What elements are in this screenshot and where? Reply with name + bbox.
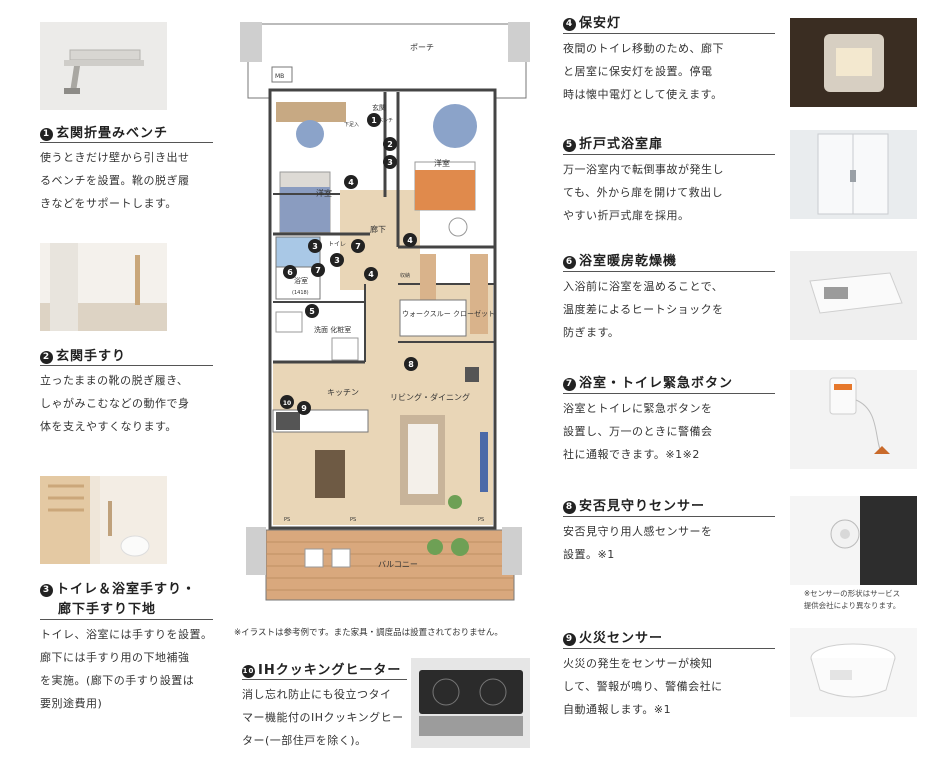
feature-6-desc: 入浴前に浴室を温めることで、 温度差によるヒートショックを 防ぎます。	[563, 280, 724, 339]
mb-label: MB	[275, 73, 284, 80]
hallway-label: 廊下	[370, 224, 386, 234]
ps-label-3: PS	[478, 517, 484, 523]
entrance-label: 玄関	[372, 103, 386, 112]
svg-text:4: 4	[368, 270, 374, 279]
svg-text:4: 4	[407, 236, 413, 245]
feature-7-rule	[563, 393, 775, 394]
feature-7-desc: 浴室とトイレに緊急ボタンを 設置し、万一のときに警備会 社に通報できます。※1※…	[563, 402, 713, 461]
feature-3-desc: トイレ、浴室には手すりを設置。 廊下には手すり用の下地補強 を実施。(廊下の手す…	[40, 628, 213, 710]
feature-9-desc: 火災の発生をセンサーが検知 して、警報が鳴り、警備会社に 自動通報します。※1	[563, 657, 723, 716]
svg-text:3: 3	[334, 256, 340, 265]
entrance-handrail-photo	[40, 243, 167, 331]
svg-text:9: 9	[301, 404, 307, 413]
shoe-label: 下足入	[344, 122, 359, 128]
wic-label: ウォークスルー クローゼット	[402, 309, 495, 318]
plan-marker-2: 2 3 4 4 3 7 3 6 7 4 5 8 10 9	[280, 137, 418, 415]
svg-text:6: 6	[287, 268, 293, 277]
svg-text:2: 2	[387, 140, 393, 149]
feature-4-desc: 夜間のトイレ移動のため、廊下 と居室に保安灯を設置。停電 時は懐中電灯として使え…	[563, 42, 724, 101]
feature-10-desc: 消し忘れ防止にも役立つタイ マー機能付のIHクッキングヒー ター(一部住戸を除く…	[242, 688, 404, 747]
bench-photo	[40, 22, 167, 110]
feature-8-rule	[563, 516, 775, 517]
western-right-label: 洋室	[434, 158, 450, 168]
kitchen-label: キッチン	[327, 388, 359, 397]
sensor-note: ※センサーの形状はサービス 提供会社により異なります。	[803, 589, 901, 610]
bath-label: 浴室	[294, 276, 308, 285]
feature-6-rule	[563, 271, 775, 272]
feature-5-rule	[563, 154, 775, 155]
washroom-label: 洗面 化粧室	[314, 325, 351, 334]
svg-text:10: 10	[283, 400, 291, 407]
toilet-handrail-photo	[40, 476, 167, 564]
fire-sensor-photo	[790, 628, 917, 717]
plan-note: ※イラストは参考例です。また家具・調度品は設置されておりません。	[234, 628, 503, 638]
svg-text:5: 5	[309, 307, 315, 316]
feature-1-rule	[40, 142, 213, 143]
security-light-photo	[790, 18, 917, 107]
living-label: リビング・ダイニング	[390, 392, 470, 402]
bath-size-label: (1418)	[292, 290, 309, 296]
feature-2-desc: 立ったままの靴の脱ぎ履き、 しゃがみこむなどの動作で身 体を支えやすくなります。	[40, 374, 190, 433]
svg-text:7: 7	[355, 242, 361, 251]
western-left-label: 洋室	[316, 188, 332, 198]
feature-1-desc: 使うときだけ壁から引き出せ るベンチを設置。靴の脱ぎ履 きなどをサポートします。	[40, 151, 190, 210]
porch-label: ポーチ	[410, 43, 434, 52]
feature-3-title-line2: 廊下手すり下地	[58, 602, 157, 617]
svg-text:1: 1	[371, 116, 377, 125]
ih-cooktop-photo	[411, 658, 530, 748]
svg-text:4: 4	[348, 178, 354, 187]
bath-dryer-photo	[790, 251, 917, 340]
ps-label-2: PS	[350, 517, 356, 523]
watch-sensor-photo	[790, 496, 917, 585]
feature-8-desc: 安否見守り用人感センサーを 設置。※1	[563, 525, 713, 561]
plan-marker-1: 1	[367, 113, 381, 127]
bench-label: ベンチ	[378, 118, 393, 124]
feature-4-rule	[563, 33, 775, 34]
feature-10-rule	[242, 679, 407, 680]
floor-plan: ポーチ MB	[240, 22, 530, 601]
feature-9-rule	[563, 648, 775, 649]
svg-text:3: 3	[312, 242, 318, 251]
ps-label-1: PS	[284, 517, 290, 523]
folding-door-photo	[790, 130, 917, 219]
balcony-label: バルコニー	[378, 560, 418, 569]
svg-text:7: 7	[315, 266, 321, 275]
feature-3-rule	[40, 619, 213, 620]
storage-label: 収納	[400, 272, 410, 279]
toilet-label: トイレ	[328, 241, 346, 248]
svg-text:3: 3	[387, 158, 393, 167]
feature-2-rule	[40, 365, 213, 366]
emergency-button-photo	[790, 370, 917, 469]
feature-5-desc: 万一浴室内で転倒事故が発生し ても、外から扉を開けて救出し やすい折戸式扉を採用…	[563, 163, 724, 222]
svg-text:8: 8	[408, 360, 414, 369]
